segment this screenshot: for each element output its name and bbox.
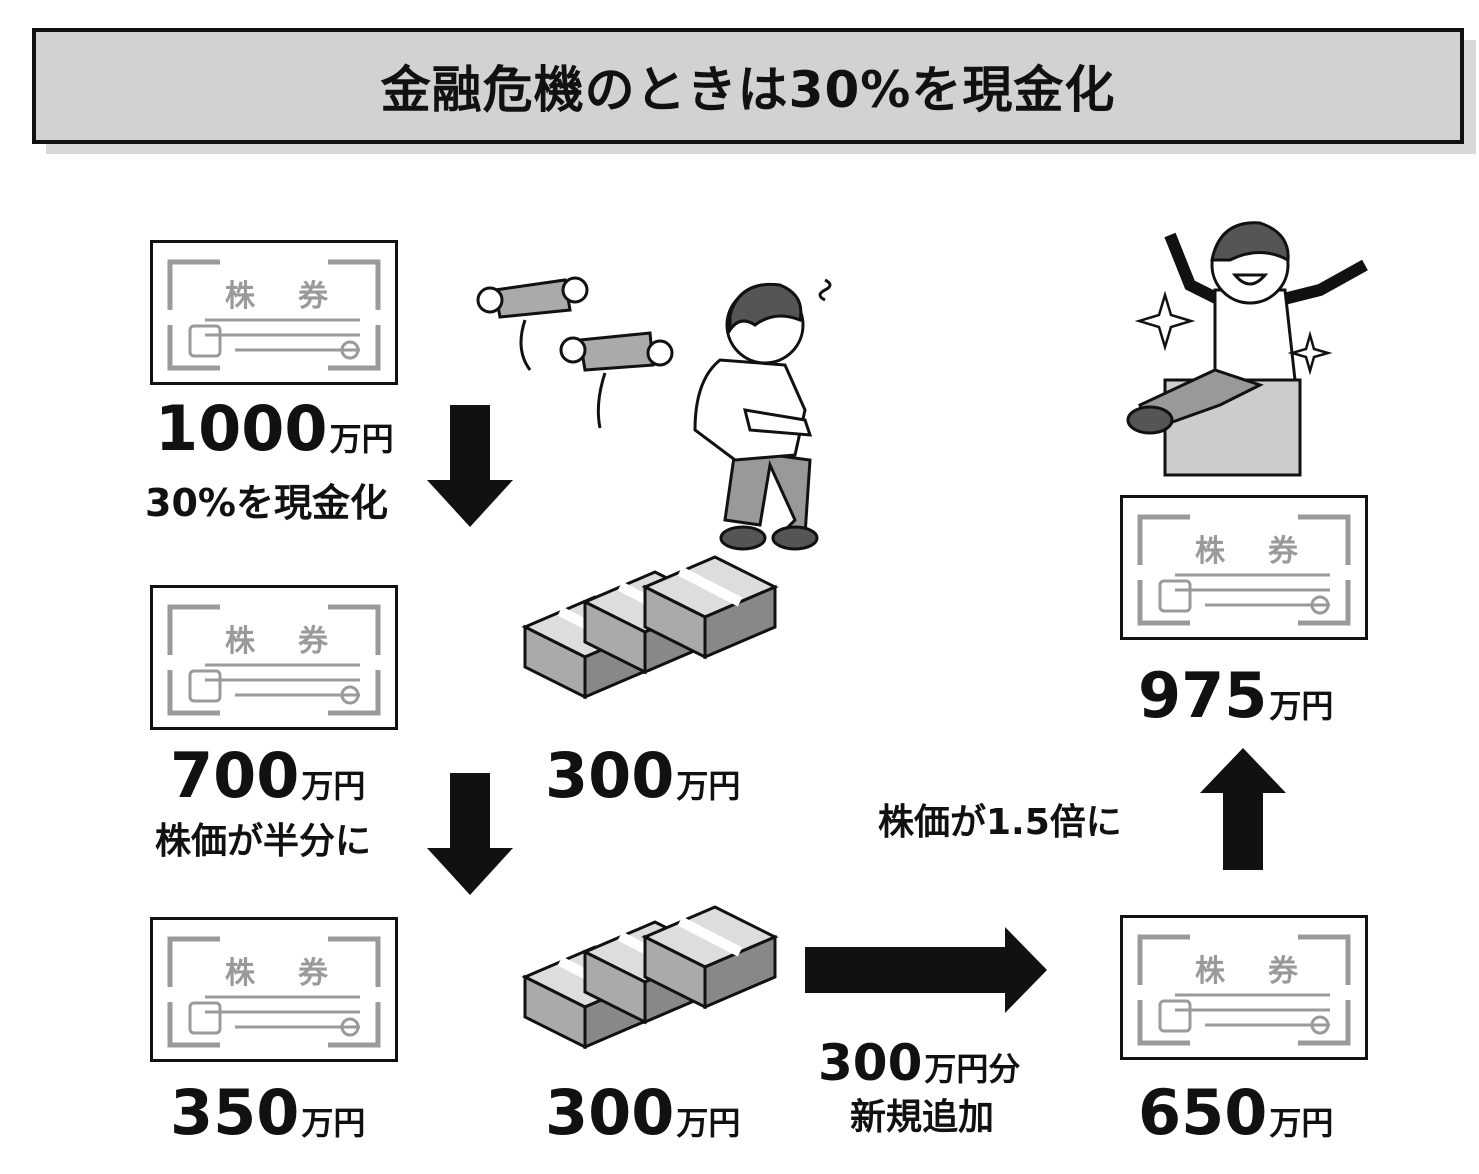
happy-person-illustration xyxy=(1126,221,1368,477)
down-arrow-icon xyxy=(427,405,513,527)
amount-975: 975万円 xyxy=(1138,659,1334,732)
cash-amount-300-bottom: 300万円 xyxy=(545,1076,741,1149)
transfer-label: 新規追加 xyxy=(850,1097,995,1138)
cash-bundle xyxy=(641,905,779,1010)
stock-certificate-650: 株 券 xyxy=(1120,915,1368,1060)
title: 金融危機のときは30%を現金化 xyxy=(380,61,1116,119)
stock-certificate-350: 株 券 xyxy=(150,917,398,1062)
stock-certificate-1000: 株 券 xyxy=(150,240,398,385)
cash-bundle xyxy=(641,555,779,660)
amount-350: 350万円 xyxy=(170,1076,366,1149)
amount-1000: 1000万円 xyxy=(155,392,394,465)
certificate-label-ken: 券 xyxy=(1268,534,1299,569)
certificate-label-ken: 券 xyxy=(298,279,329,314)
cash-bundles-icon xyxy=(521,555,779,700)
stock-certificate-700: 株 券 xyxy=(150,585,398,730)
certificate-graphic: 株 券 xyxy=(150,917,398,1062)
amount-700: 700万円 xyxy=(170,739,366,812)
certificate-label-ken: 券 xyxy=(1268,954,1299,989)
down-arrow-icon xyxy=(427,773,513,895)
cash-bundles-icon xyxy=(521,905,779,1050)
certificate-label-kabu: 株 xyxy=(225,956,256,991)
cash-amount-300-top: 300万円 xyxy=(545,739,741,812)
transfer-amount: 300万円分 xyxy=(818,1034,1021,1092)
step-cash-30-percent: 30%を現金化 xyxy=(145,481,388,525)
certificate-label-kabu: 株 xyxy=(225,624,256,659)
certificate-graphic: 株 券 xyxy=(1120,915,1368,1060)
up-arrow-icon xyxy=(1200,748,1286,870)
amount-650: 650万円 xyxy=(1138,1076,1334,1149)
step-price-1-5x: 株価が1.5倍に xyxy=(878,802,1122,843)
step-price-halves: 株価が半分に xyxy=(155,821,372,862)
flying-money-icon xyxy=(476,276,674,429)
stock-certificate-975: 株 券 xyxy=(1120,495,1368,640)
certificate-graphic: 株 券 xyxy=(150,585,398,730)
title-banner: 金融危機のときは30%を現金化 xyxy=(32,28,1464,144)
certificate-label-kabu: 株 xyxy=(1195,954,1226,989)
worried-person-illustration xyxy=(693,278,832,551)
certificate-label-kabu: 株 xyxy=(225,279,256,314)
certificate-label-ken: 券 xyxy=(298,624,329,659)
certificate-graphic: 株 券 xyxy=(1120,495,1368,640)
certificate-label-ken: 券 xyxy=(298,956,329,991)
certificate-label-kabu: 株 xyxy=(1195,534,1226,569)
right-arrow-icon xyxy=(805,927,1047,1013)
certificate-graphic: 株 券 xyxy=(150,240,398,385)
